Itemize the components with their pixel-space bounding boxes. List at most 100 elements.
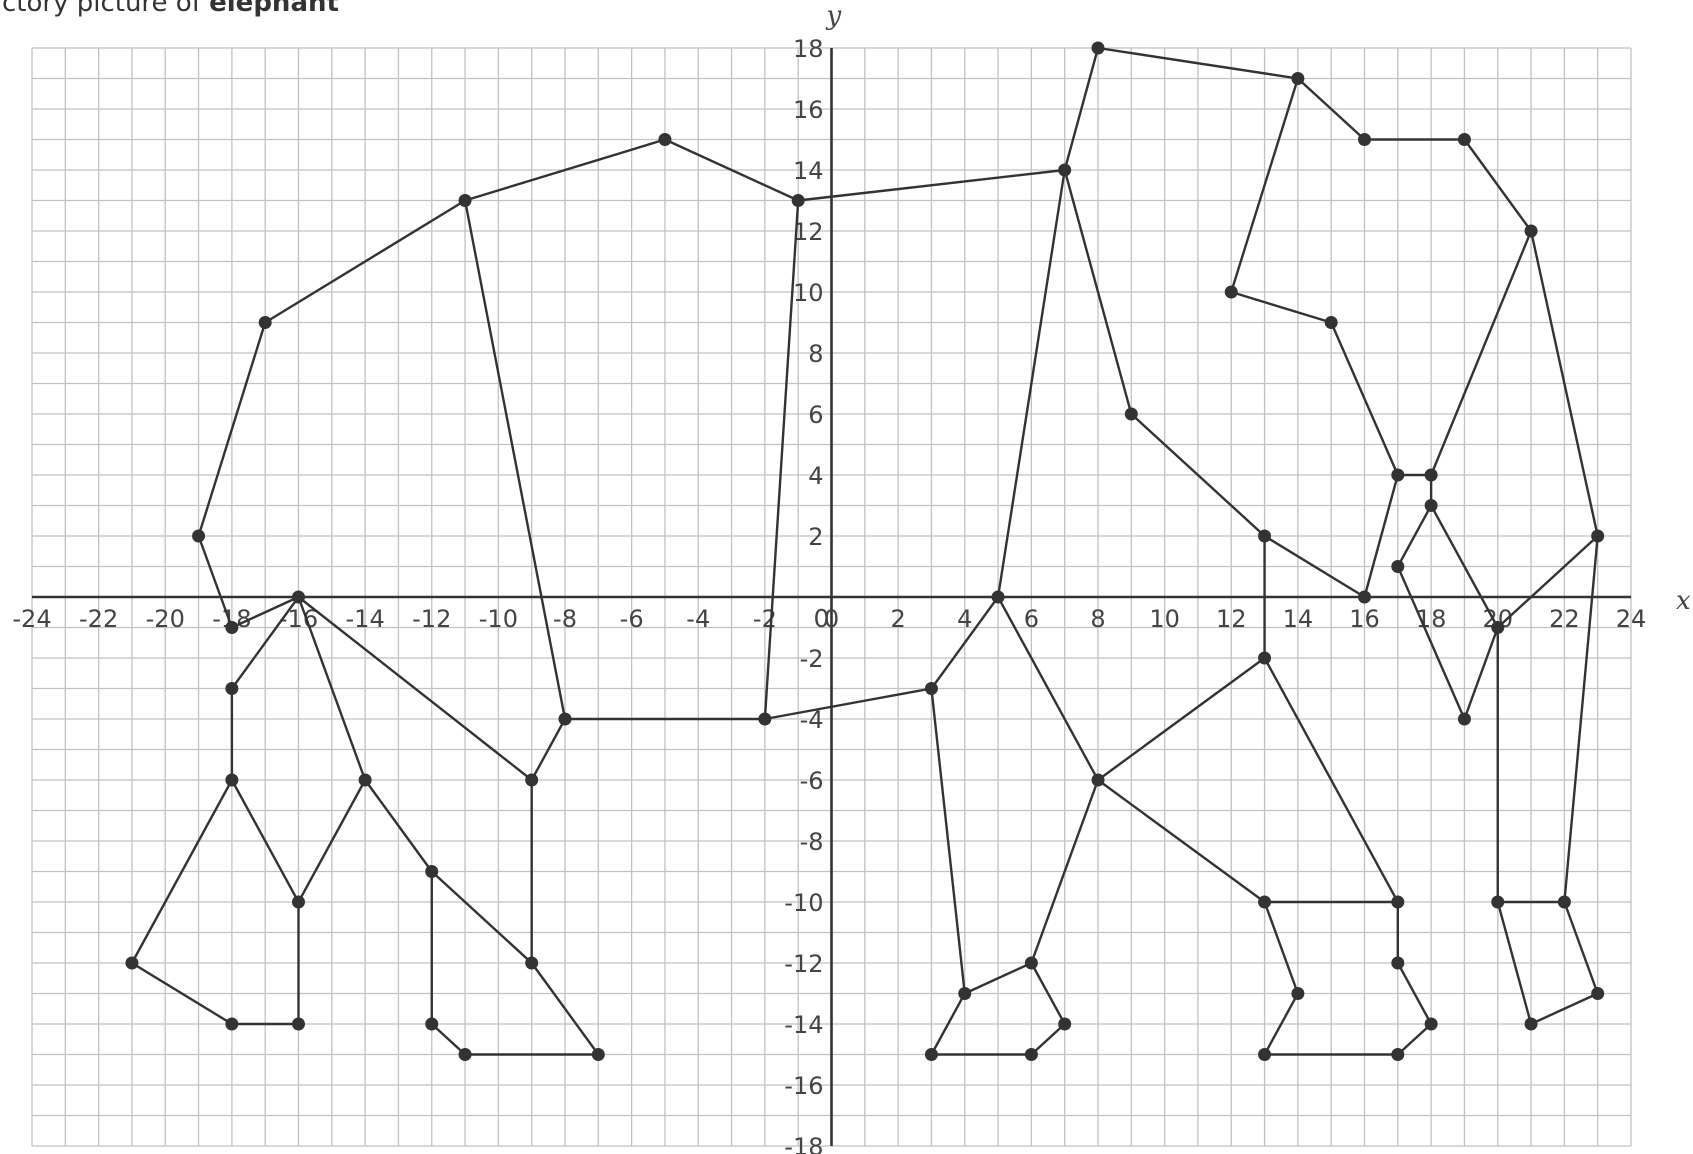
figure-point bbox=[458, 1048, 472, 1061]
figure-point bbox=[1457, 712, 1471, 726]
x-tick-label: -8 bbox=[553, 605, 577, 633]
figure-point bbox=[225, 682, 239, 695]
figure-point bbox=[458, 194, 472, 207]
figure-segment bbox=[1130, 412, 1266, 538]
figure-segment bbox=[663, 138, 800, 202]
figure-segment bbox=[230, 595, 300, 690]
figure-point bbox=[1258, 651, 1272, 665]
figure-segment bbox=[930, 595, 1000, 690]
figure-point bbox=[292, 895, 305, 909]
x-tick-label: 16 bbox=[1349, 605, 1380, 633]
x-axis-label: x bbox=[1676, 586, 1691, 616]
y-tick-label: -4 bbox=[800, 706, 824, 734]
figure-point bbox=[1058, 1017, 1072, 1031]
figure-segment bbox=[763, 199, 800, 721]
figure-segment bbox=[1230, 77, 1300, 294]
figure-segment bbox=[430, 870, 533, 965]
y-tick-label: -14 bbox=[784, 1011, 823, 1039]
figure-segment bbox=[363, 778, 433, 873]
x-tick-label: 10 bbox=[1149, 605, 1180, 633]
figure-segment bbox=[763, 687, 933, 721]
figure-point bbox=[1024, 956, 1038, 970]
figure-segment bbox=[130, 778, 234, 965]
figure-point bbox=[225, 621, 239, 634]
figure-segment bbox=[197, 321, 267, 538]
figure-segment bbox=[430, 1022, 467, 1056]
figure-point bbox=[1491, 895, 1505, 909]
x-tick-label: 0 bbox=[824, 605, 839, 633]
figure-point bbox=[1058, 163, 1072, 177]
figure-segment bbox=[1063, 168, 1133, 416]
figure-point bbox=[1358, 133, 1371, 146]
figure-point bbox=[1591, 529, 1605, 543]
x-tick-label: 8 bbox=[1090, 605, 1105, 633]
figure-segment bbox=[1329, 321, 1400, 477]
x-tick-label: -14 bbox=[346, 605, 385, 633]
figure-segment bbox=[297, 778, 367, 904]
y-tick-label: -10 bbox=[784, 889, 823, 917]
x-tick-label: -6 bbox=[620, 605, 644, 633]
figure-segment bbox=[130, 961, 234, 1026]
figure-point bbox=[1391, 1048, 1405, 1061]
figure-segment bbox=[1096, 778, 1266, 904]
figure-segment bbox=[230, 778, 300, 904]
figure-point bbox=[1124, 407, 1138, 421]
y-tick-label: 18 bbox=[793, 35, 824, 63]
figure-segment bbox=[1230, 290, 1333, 324]
figure-segment bbox=[1063, 46, 1100, 172]
x-tick-label: 12 bbox=[1216, 605, 1247, 633]
x-tick-label: -16 bbox=[279, 605, 318, 633]
x-tick-label: -24 bbox=[12, 605, 51, 633]
figure-segment bbox=[1263, 992, 1300, 1056]
figure-segment bbox=[530, 717, 567, 782]
y-tick-label: -8 bbox=[800, 828, 824, 856]
figure-segment bbox=[1263, 656, 1400, 904]
figure-point bbox=[358, 773, 372, 787]
figure-point bbox=[1024, 1048, 1038, 1061]
figure-point bbox=[1424, 1017, 1438, 1031]
figure-segment bbox=[1030, 1022, 1066, 1056]
figure-point bbox=[1258, 529, 1272, 543]
figure-point bbox=[525, 956, 539, 970]
figure-segment bbox=[930, 992, 966, 1056]
figure-segment bbox=[1030, 961, 1066, 1026]
y-tick-label: -2 bbox=[800, 645, 824, 673]
figure-point bbox=[525, 773, 539, 787]
y-tick-label: 10 bbox=[793, 279, 824, 307]
figure-segment bbox=[463, 138, 667, 202]
figure-point bbox=[1591, 987, 1605, 1000]
figure-point bbox=[1391, 468, 1405, 482]
figure-segment bbox=[263, 199, 467, 324]
figure-segment bbox=[297, 595, 533, 782]
figure-segment bbox=[930, 687, 966, 995]
figure-segment bbox=[1030, 778, 1100, 965]
figure-segment bbox=[1496, 900, 1533, 1026]
x-tick-label: 14 bbox=[1283, 605, 1314, 633]
figure-segment bbox=[1529, 229, 1599, 538]
figure-segment bbox=[1096, 656, 1266, 782]
figure-point bbox=[958, 987, 972, 1000]
figure-point bbox=[1391, 956, 1405, 970]
x-tick-label: 2 bbox=[890, 605, 905, 633]
figure-point bbox=[1524, 1017, 1538, 1031]
figure-points bbox=[125, 41, 1605, 1061]
figure-point bbox=[225, 773, 239, 787]
figure-segment bbox=[530, 961, 600, 1056]
figure-point bbox=[1258, 895, 1272, 909]
figure-segment bbox=[1396, 1022, 1433, 1056]
figure-segment bbox=[1463, 138, 1533, 233]
x-tick-label: -12 bbox=[412, 605, 451, 633]
y-tick-label: 4 bbox=[808, 462, 823, 490]
figure-point bbox=[1491, 621, 1505, 634]
figure-point bbox=[1324, 316, 1338, 329]
figure-segment bbox=[197, 534, 234, 629]
y-tick-label: 2 bbox=[808, 523, 823, 551]
axes: x y 0 bbox=[32, 1, 1691, 1146]
figure-segment bbox=[1563, 534, 1599, 904]
figure-segment bbox=[230, 595, 300, 629]
figure-segment bbox=[1396, 504, 1433, 568]
figure-point bbox=[1457, 133, 1471, 146]
